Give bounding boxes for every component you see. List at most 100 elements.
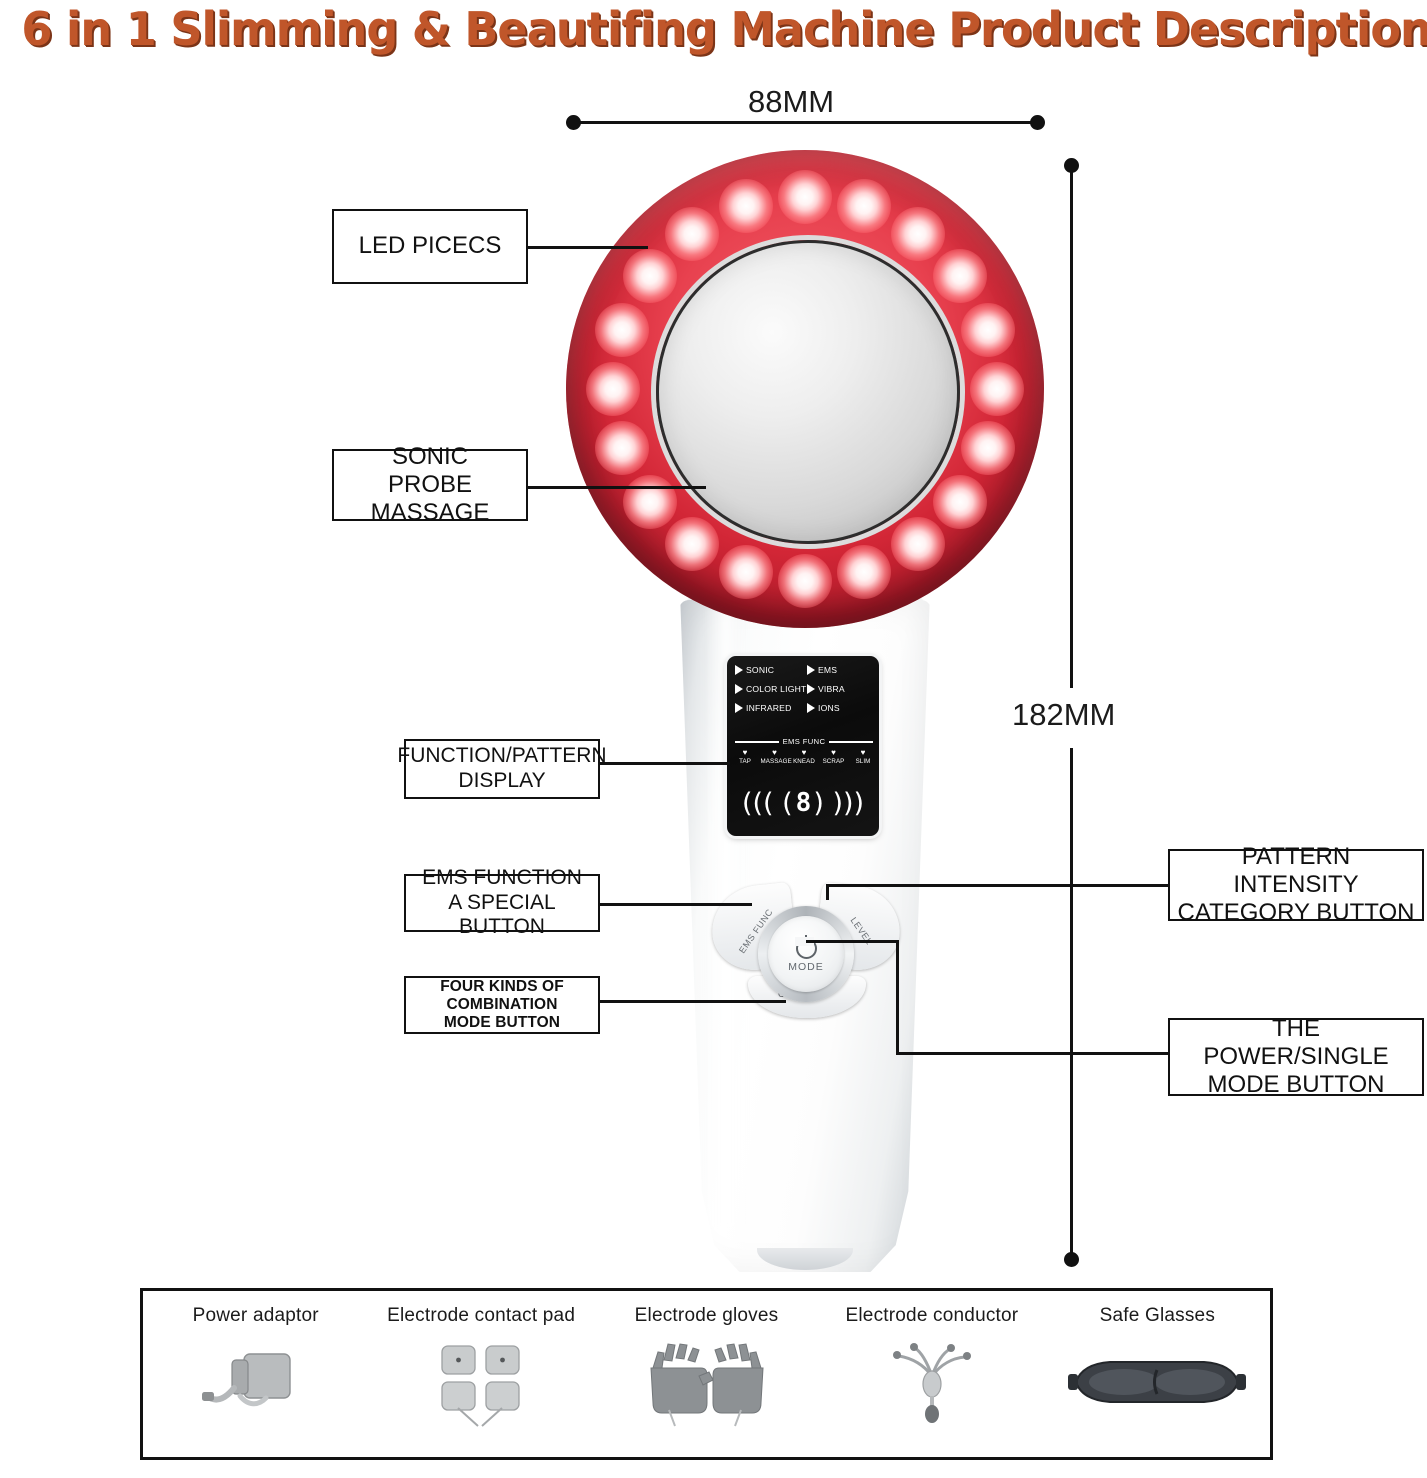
accessory-power-adaptor-label: Power adaptor (192, 1305, 319, 1326)
led-light (960, 302, 1015, 357)
display-digit: 8 (795, 788, 812, 818)
led-light (970, 362, 1024, 416)
callout-power-line1: THE POWER/SINGLE (1203, 1014, 1389, 1070)
led-light (586, 362, 640, 416)
leader-power-mode-lower (896, 1052, 1168, 1055)
callout-sonic-probe-massage: SONIC PROBE MASSAGE (332, 443, 528, 526)
ems-mode-scrap: ♥SCRAP (820, 748, 848, 766)
width-dimension-label: 88MM (748, 84, 835, 119)
leader-four-kinds-combination-mode-button (600, 1000, 786, 1003)
function-pattern-display-panel: SONIC EMS COLOR LIGHT VIBRA (727, 656, 879, 836)
power-icon (794, 934, 817, 959)
heart-icon: ♥ (742, 748, 748, 757)
heart-icon: ♥ (772, 748, 777, 757)
led-light (933, 474, 988, 529)
led-light (890, 206, 945, 261)
display-function-color-light: COLOR LIGHT (735, 684, 806, 694)
leader-power-mode-vertical (896, 940, 899, 1054)
arrow-icon (807, 703, 815, 713)
callout-four-kinds-combination-mode-button: FOUR KINDS OF COMBINATION MODE BUTTON (404, 976, 600, 1034)
sound-wave-left-icon: ((( ( (741, 787, 793, 819)
callout-emsfn-line2: A SPECIAL BUTTON (448, 890, 556, 939)
electrode-gloves-icon (637, 1339, 777, 1431)
callout-fpd-line2: DISPLAY (458, 769, 546, 792)
callout-fourkinds-line1: FOUR KINDS OF COMBINATION (440, 977, 564, 1013)
display-function-label: SONIC (746, 665, 775, 675)
led-light (778, 554, 832, 608)
heart-icon: ♥ (831, 748, 836, 757)
sound-wave-right-icon: ) ))) (813, 787, 865, 819)
display-function-rows: SONIC EMS COLOR LIGHT VIBRA (735, 665, 873, 722)
display-function-label: COLOR LIGHT (746, 684, 807, 694)
callout-sonic-line2: PROBE MASSAGE (370, 470, 490, 527)
led-light (595, 421, 650, 476)
leader-pattern-intensity-horizontal (826, 884, 1168, 887)
display-digit-row: ((( ( 8 ) ))) (727, 778, 879, 828)
display-row: INFRARED IONS (735, 703, 873, 713)
divider-line-right (829, 740, 874, 743)
callout-led-piecs: LED PICECS (332, 209, 528, 284)
accessory-electrode-contact-pad-label: Electrode contact pad (387, 1305, 576, 1326)
callout-power-single-mode-button: THE POWER/SINGLE MODE BUTTON (1168, 1014, 1424, 1099)
power-adaptor-icon (196, 1339, 316, 1431)
display-function-sonic: SONIC (735, 665, 801, 675)
leader-led-piecs (528, 246, 648, 249)
ems-mode-label: MASSAGE (760, 758, 792, 765)
led-light (778, 170, 832, 224)
led-light (665, 206, 720, 261)
electrode-conductor-icon (877, 1339, 987, 1431)
accessory-power-adaptor: Power adaptor (143, 1291, 368, 1457)
accessory-safe-glasses-label: Safe Glasses (1099, 1305, 1216, 1326)
ems-mode-label: SCRAP (822, 758, 845, 765)
led-light (665, 517, 720, 572)
heart-icon: ♥ (860, 748, 866, 757)
height-dimension-end-dot (1064, 1252, 1079, 1267)
leader-sonic-probe-massage (528, 486, 706, 489)
width-dimension-end-dot (1030, 115, 1045, 130)
led-light (595, 302, 650, 357)
display-function-label: VIBRA (818, 684, 845, 694)
display-function-vibra: VIBRA (807, 684, 873, 694)
arrow-icon (735, 665, 743, 675)
mode-power-button[interactable]: MODE (768, 916, 844, 992)
ems-mode-knead: ♥KNEAD (790, 748, 818, 766)
arrow-icon (735, 684, 743, 694)
height-dimension-start-dot (1064, 158, 1079, 173)
callout-led-piecs-label: LED PICECS (358, 232, 502, 260)
led-light (622, 474, 677, 529)
ems-mode-indicators: ♥TAP♥MASSAGE♥KNEAD♥SCRAP♥SLIM (731, 748, 877, 766)
accessory-electrode-conductor-label: Electrode conductor (845, 1305, 1019, 1326)
ems-mode-slim: ♥SLIM (849, 748, 877, 766)
display-row: SONIC EMS (735, 665, 873, 675)
accessory-safe-glasses: Safe Glasses (1045, 1291, 1270, 1457)
display-row: COLOR LIGHT VIBRA (735, 684, 873, 694)
display-function-label: INFRARED (746, 703, 792, 713)
callout-pattern-line2: CATEGORY BUTTON (1177, 899, 1415, 927)
leader-pattern-intensity-vertical (826, 884, 829, 900)
accessory-electrode-contact-pad: Electrode contact pad (368, 1291, 593, 1457)
mode-button-label: MODE (788, 960, 824, 973)
device-handle-base (757, 1248, 853, 1270)
height-dimension-label: 182MM (1012, 697, 1116, 732)
display-function-label: IONS (818, 703, 840, 713)
width-dimension-start-dot (566, 115, 581, 130)
callout-power-line2: MODE BUTTON (1207, 1071, 1385, 1099)
led-light (622, 249, 677, 304)
height-dimension-line-lower (1070, 748, 1073, 1260)
heart-icon: ♥ (801, 748, 807, 757)
arrow-icon (735, 703, 743, 713)
ems-mode-label: TAP (739, 758, 751, 765)
led-light (837, 544, 892, 599)
height-dimension-line-upper (1070, 168, 1073, 688)
led-light (960, 421, 1015, 476)
led-light (890, 517, 945, 572)
accessory-electrode-gloves: Electrode gloves (594, 1291, 819, 1457)
led-light (933, 249, 988, 304)
ems-func-divider-label: EMS FUNC (782, 737, 826, 746)
display-function-label: EMS (818, 665, 838, 675)
ems-mode-label: SLIM (855, 758, 871, 765)
arrow-icon (807, 684, 815, 694)
display-function-infrared: INFRARED (735, 703, 801, 713)
led-light (718, 179, 773, 234)
